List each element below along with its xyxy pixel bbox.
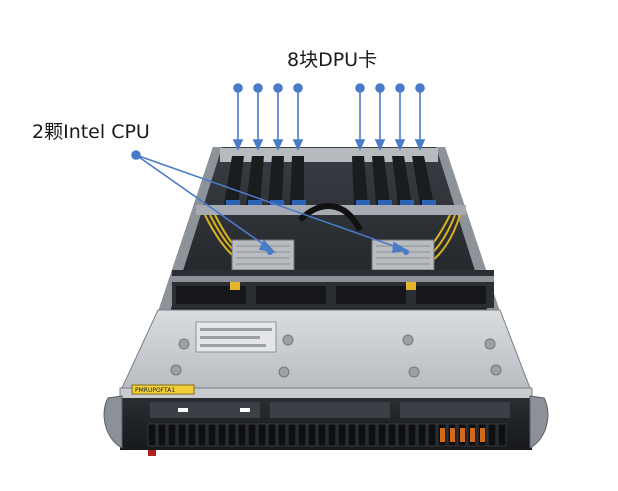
dpu-pointer-lines (232, 83, 426, 151)
dpu-pointer (272, 83, 284, 151)
front-bezel: PMRUPOFTA1 (103, 384, 549, 456)
dpu-card (290, 156, 306, 206)
dpu-pointer (414, 83, 426, 151)
dpu-pointer (292, 83, 304, 151)
riser-bracket (196, 205, 466, 215)
dpu-pointer (354, 83, 366, 151)
cpu-heatsink-left (231, 239, 295, 271)
dpu-card (246, 156, 264, 206)
dpu-pointer (232, 83, 244, 151)
dpu-card (268, 156, 284, 206)
dpu-cards-label: 8块DPU卡 (287, 49, 378, 71)
dpu-card (352, 156, 370, 206)
cpu-label: 2颗Intel CPU (32, 121, 150, 143)
dpu-card (392, 156, 414, 206)
cpu-heatsink-right (371, 239, 435, 271)
fan-wall (172, 270, 494, 308)
dpu-card (412, 156, 436, 206)
dpu-cards (224, 156, 436, 206)
dpu-pointer (394, 83, 406, 151)
cpu-pointer-lines (131, 150, 409, 254)
chassis-lid (121, 309, 531, 389)
dpu-card (224, 156, 244, 206)
dpu-pointer (374, 83, 386, 151)
dpu-pointer (252, 83, 264, 151)
right-rack-handle (529, 395, 549, 449)
chassis-serial-label: PMRUPOFTA1 (135, 387, 175, 394)
power-led (148, 450, 156, 456)
left-rack-handle (103, 395, 123, 449)
dpu-card (372, 156, 392, 206)
